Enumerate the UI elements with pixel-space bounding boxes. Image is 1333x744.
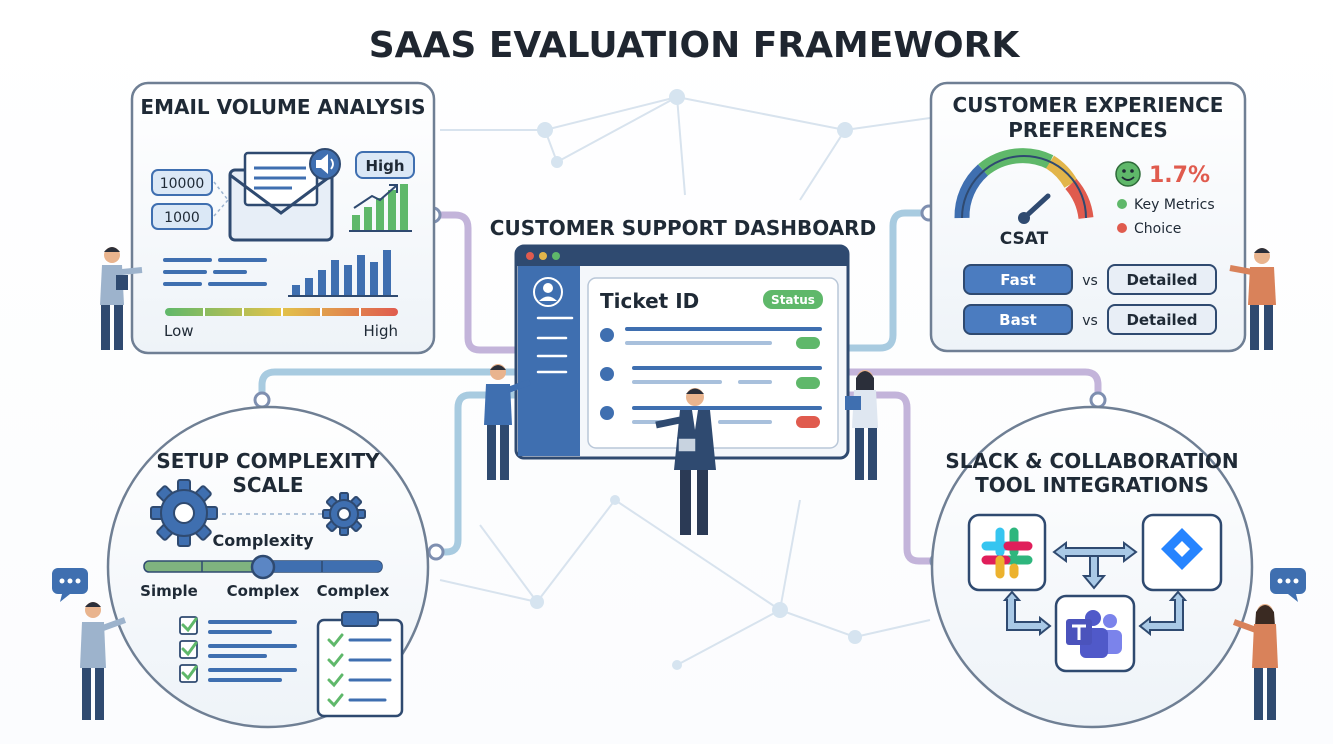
dashboard-window: Ticket ID Status <box>514 244 850 460</box>
option-detailed-button[interactable] <box>1107 304 1217 335</box>
teams-icon[interactable] <box>1054 594 1136 673</box>
legend-choice: Choice <box>1134 221 1181 237</box>
person-presenter-left <box>484 364 532 480</box>
checklist-icon <box>179 616 297 683</box>
tick-complex-high: Complex <box>317 582 390 600</box>
envelope-icon <box>228 151 334 242</box>
dashboard-title: CUSTOMER SUPPORT DASHBOARD <box>490 216 876 240</box>
ticket-id-label: Ticket ID <box>600 289 699 313</box>
scale-high-label: High <box>364 322 398 340</box>
csat-percent: 1.7% <box>1149 163 1210 188</box>
large-gear-icon <box>150 479 218 547</box>
email-value-b: 1000 <box>164 210 200 226</box>
connectors <box>258 209 1102 565</box>
ticket-row[interactable] <box>600 406 822 428</box>
option-bast-label: Bast <box>999 311 1037 329</box>
person-speaker-bottom-left <box>52 568 127 720</box>
person-manager-center <box>655 388 716 535</box>
window-maximize-dot <box>552 252 560 260</box>
email-high-badge: High <box>365 157 404 175</box>
option-bast-button[interactable] <box>963 304 1073 335</box>
dashboard-sidebar <box>518 266 580 456</box>
email-volume-panel: EMAIL VOLUME ANALYSIS 10000 1000 High <box>130 81 436 355</box>
jira-icon[interactable] <box>1141 513 1223 592</box>
window-minimize-dot <box>539 252 547 260</box>
option-detailed-button[interactable] <box>1107 264 1217 295</box>
legend-dot-choice <box>1117 223 1127 233</box>
legend-key-metrics: Key Metrics <box>1134 197 1215 213</box>
text-lines-icon <box>163 258 267 286</box>
option-fast-label: Fast <box>1000 271 1036 289</box>
row-status-pill <box>796 377 820 389</box>
integrations-title-line2: TOOL INTEGRATIONS <box>975 473 1209 497</box>
sync-arrows-icon <box>1002 541 1188 637</box>
clipboard-icon <box>316 611 404 718</box>
slider-thumb[interactable] <box>250 554 276 580</box>
csat-gauge-icon <box>954 148 1094 224</box>
avatar-icon <box>533 277 563 307</box>
person-analyst-left <box>100 247 143 350</box>
person-reviewer-right <box>845 370 878 480</box>
growth-bar-icon <box>349 184 412 232</box>
slack-icon[interactable] <box>967 513 1047 592</box>
status-badge-label: Status <box>771 293 815 307</box>
status-badge <box>763 290 823 309</box>
tick-complex: Complex <box>227 582 300 600</box>
complexity-label: Complexity <box>212 531 314 550</box>
option-fast-button[interactable] <box>963 264 1073 295</box>
option-detailed-label: Detailed <box>1126 271 1197 289</box>
integrations-panel: SLACK & COLLABORATION TOOL INTEGRATIONS <box>930 405 1254 729</box>
setup-title-line1: SETUP COMPLEXITY <box>156 449 380 473</box>
volume-bar-chart-icon <box>288 250 398 297</box>
scale-low-label: Low <box>164 322 194 340</box>
cx-title-line1: CUSTOMER EXPERIENCE <box>953 93 1224 117</box>
vs-label: vs <box>1082 273 1098 289</box>
speaker-icon <box>309 148 341 180</box>
person-guide-right <box>1229 248 1276 350</box>
cx-title-line2: PREFERENCES <box>1008 118 1168 142</box>
complexity-slider[interactable] <box>143 554 383 580</box>
person-speaker-bottom-right <box>1232 568 1306 720</box>
setup-title-line2: SCALE <box>233 473 304 497</box>
email-panel-title: EMAIL VOLUME ANALYSIS <box>140 95 425 119</box>
csat-label: CSAT <box>1000 229 1049 249</box>
row-status-pill <box>796 416 820 428</box>
tick-simple: Simple <box>140 582 198 600</box>
email-value-a: 10000 <box>160 176 205 192</box>
customer-experience-panel: CUSTOMER EXPERIENCE PREFERENCES CSAT 1.7… <box>929 81 1247 353</box>
row-status-pill <box>796 337 820 349</box>
legend-dot-key-metrics <box>1117 199 1127 209</box>
small-gear-icon <box>322 492 366 536</box>
background-network <box>439 96 931 666</box>
setup-complexity-panel: SETUP COMPLEXITY SCALE <box>106 405 430 729</box>
option-detailed-label: Detailed <box>1126 311 1197 329</box>
background-network-nodes <box>530 89 862 670</box>
ticket-row[interactable] <box>600 366 822 389</box>
smiley-icon <box>1115 161 1141 187</box>
page-title: SAAS EVALUATION FRAMEWORK <box>369 25 1021 66</box>
ticket-row[interactable] <box>600 327 822 349</box>
vs-label: vs <box>1082 313 1098 329</box>
integrations-title-line1: SLACK & COLLABORATION <box>945 449 1238 473</box>
window-close-dot <box>526 252 534 260</box>
